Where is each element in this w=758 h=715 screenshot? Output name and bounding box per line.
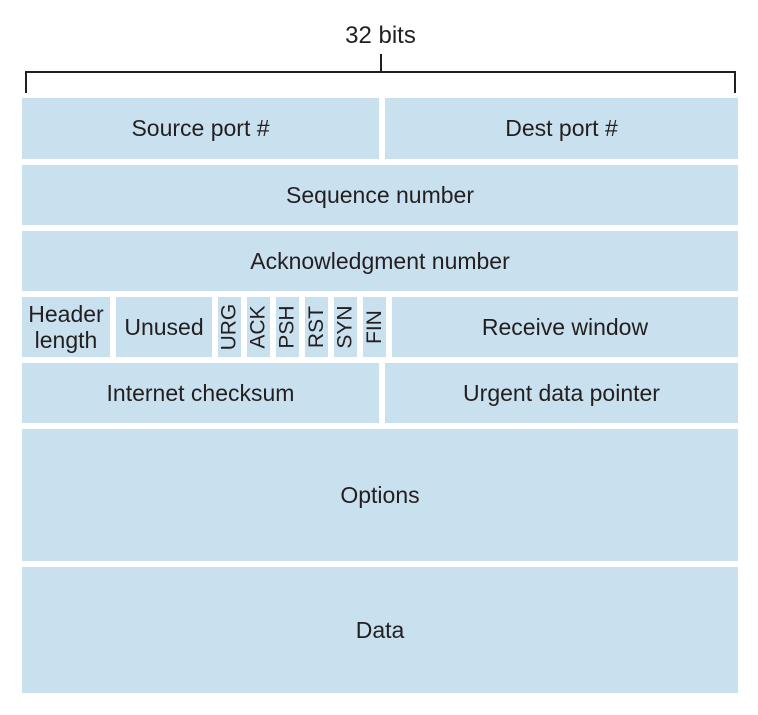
field-dest-port: Dest port #	[385, 98, 738, 159]
flag-label: PSH	[275, 305, 299, 349]
field-label: Internet checksum	[106, 379, 295, 406]
field-flag-fin: FIN	[362, 297, 386, 357]
tcp-segment-diagram: Source port # Dest port # Sequence numbe…	[22, 98, 738, 693]
row-checksum: Internet checksum Urgent data pointer	[22, 363, 738, 423]
row-data: Data	[22, 567, 738, 693]
field-internet-checksum: Internet checksum	[22, 363, 379, 423]
field-label: Header length	[28, 300, 104, 353]
field-unused: Unused	[116, 297, 212, 357]
field-flag-ack: ACK	[246, 297, 270, 357]
field-label: Receive window	[481, 313, 649, 340]
flag-label: SYN	[333, 305, 357, 349]
field-source-port: Source port #	[22, 98, 379, 159]
field-acknowledgment-number: Acknowledgment number	[22, 231, 738, 291]
bit-width-label: 32 bits	[345, 22, 416, 49]
field-label: Dest port #	[505, 115, 618, 142]
flag-label: FIN	[362, 310, 386, 344]
field-flag-rst: RST	[304, 297, 328, 357]
bracket-center-stem	[380, 54, 382, 72]
field-label: Unused	[124, 313, 204, 340]
flag-label: RST	[304, 305, 328, 348]
row-ports: Source port # Dest port #	[22, 98, 738, 159]
row-options: Options	[22, 429, 738, 561]
field-options: Options	[22, 429, 738, 561]
field-data: Data	[22, 567, 738, 693]
field-label: Options	[340, 481, 420, 508]
field-header-length: Header length	[22, 297, 110, 357]
field-label: Source port #	[131, 115, 270, 142]
field-urgent-data-pointer: Urgent data pointer	[385, 363, 738, 423]
field-label: Data	[355, 616, 405, 643]
row-flags: Header length Unused URG ACK PSH RST SYN…	[22, 297, 738, 357]
field-receive-window: Receive window	[392, 297, 738, 357]
flag-label: URG	[217, 303, 241, 351]
field-flag-urg: URG	[217, 297, 241, 357]
bit-width-bracket	[25, 71, 736, 93]
field-label: Acknowledgment number	[250, 247, 510, 274]
row-acknowledgment-number: Acknowledgment number	[22, 231, 738, 291]
flag-label: ACK	[246, 305, 270, 349]
row-sequence-number: Sequence number	[22, 165, 738, 225]
field-sequence-number: Sequence number	[22, 165, 738, 225]
field-label: Sequence number	[286, 181, 474, 208]
field-flag-psh: PSH	[275, 297, 299, 357]
field-flag-syn: SYN	[333, 297, 357, 357]
field-label: Urgent data pointer	[463, 379, 660, 406]
